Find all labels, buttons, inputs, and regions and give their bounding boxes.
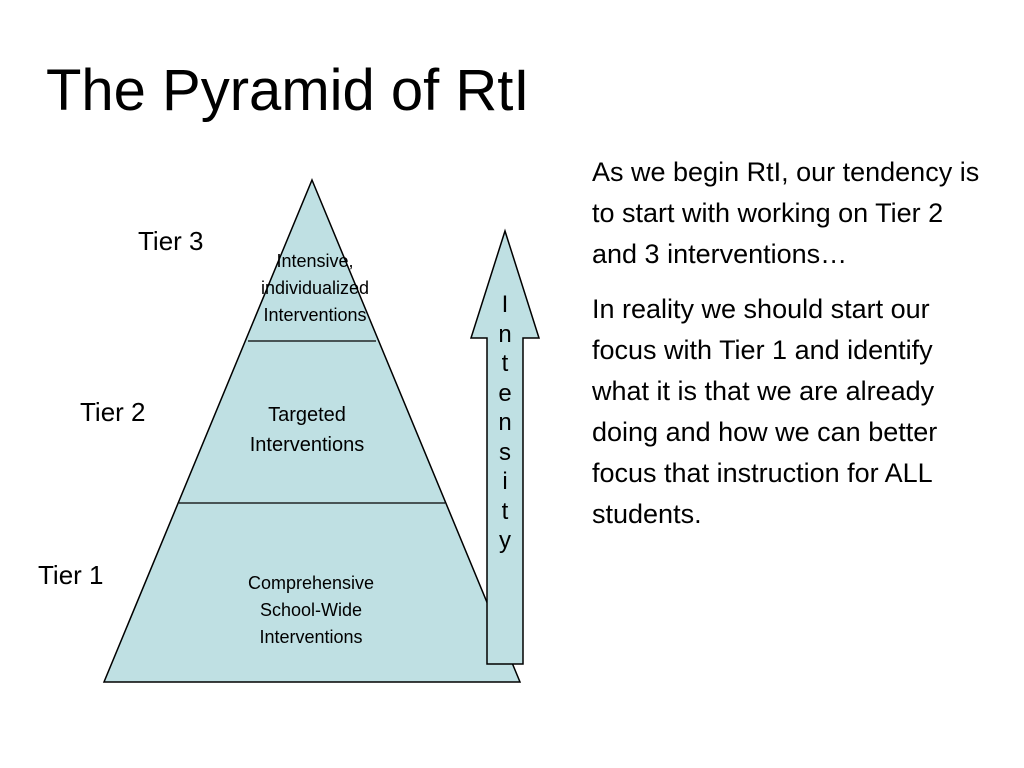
intensity-letter: n (498, 409, 512, 436)
tier-1-description: Comprehensive School-Wide Interventions (211, 570, 411, 651)
tier-2-label: Tier 2 (80, 397, 146, 427)
intensity-arrow (469, 228, 541, 665)
tier-2-description: Targeted Interventions (207, 400, 407, 460)
intensity-letter: s (499, 438, 511, 466)
tier-1-label: Tier 1 (38, 560, 104, 590)
tier-1-line: Interventions (259, 627, 363, 647)
slide-title: The Pyramid of RtI (46, 58, 530, 123)
explanation-text: As we begin RtI, our tendency is to star… (592, 152, 992, 549)
tier-3-line: Intensive, (276, 251, 354, 271)
tier-3-line: Interventions (263, 305, 367, 325)
tier-2-line: Targeted (268, 404, 346, 426)
tier-2-line: Interventions (249, 434, 365, 456)
tier-3-description: Intensive, individualized Interventions (215, 248, 415, 329)
intensity-letter: t (501, 497, 509, 525)
intensity-label: I n t e n s i t y (487, 290, 523, 556)
intensity-letter: t (501, 350, 509, 377)
intensity-letter: e (498, 379, 512, 407)
tier-1-line: Comprehensive (247, 573, 375, 593)
intensity-letter: n (498, 320, 512, 348)
intensity-letter: y (499, 527, 511, 554)
tier-3-label: Tier 3 (138, 226, 204, 256)
tier-1-line: School-Wide (259, 600, 363, 620)
tier-3-line: individualized (260, 278, 370, 298)
intensity-letter: I (501, 291, 509, 318)
explanation-paragraph-1: As we begin RtI, our tendency is to star… (592, 157, 980, 269)
pyramid-shape (102, 178, 522, 683)
explanation-paragraph-2: In reality we should start our focus wit… (592, 294, 938, 529)
intensity-letter: i (502, 468, 508, 495)
